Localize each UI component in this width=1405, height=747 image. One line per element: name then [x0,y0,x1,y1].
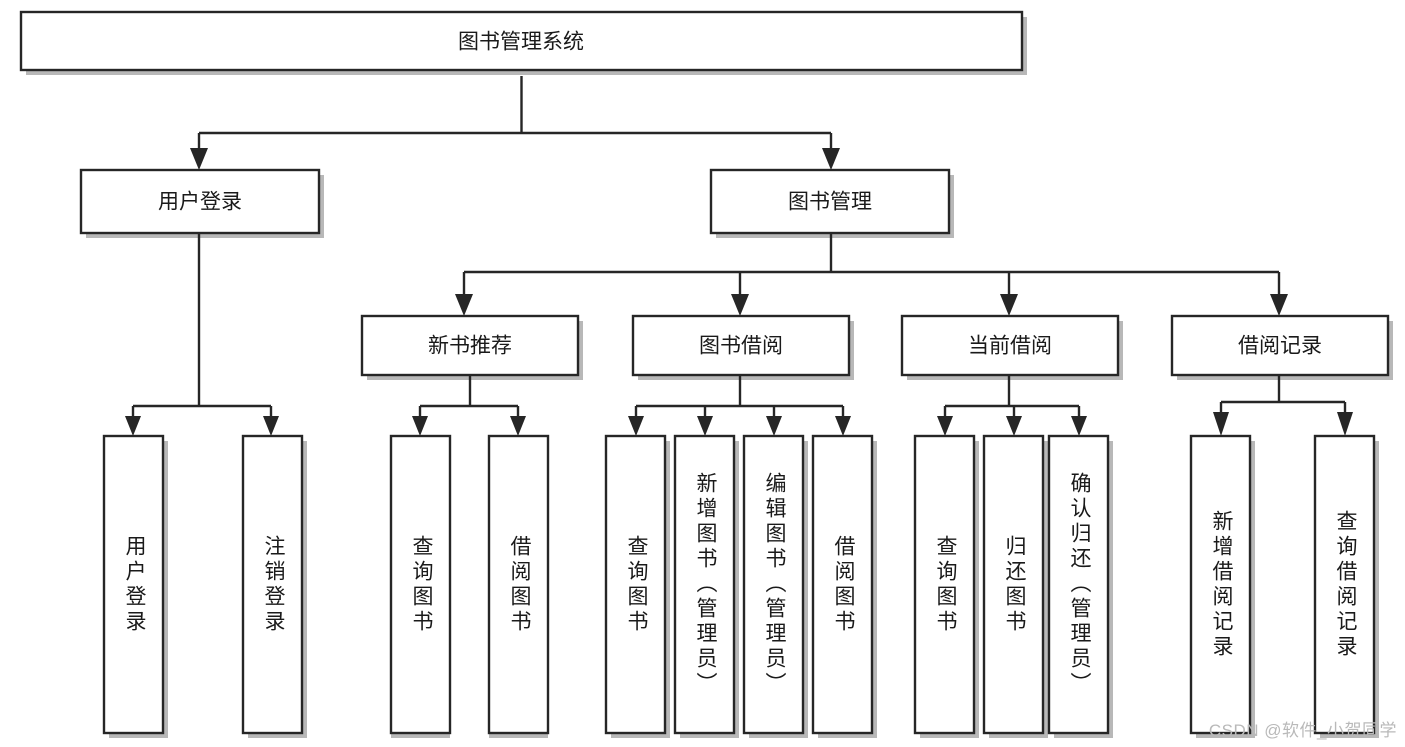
csdn-watermark: CSDN @软件_小贺同学 [1208,721,1397,740]
arrow-new-book [455,294,473,316]
arrow-leaf [937,416,953,436]
arrow-book-borrow [731,294,749,316]
arrow-leaf [412,416,428,436]
arrow-leaf [263,416,279,436]
node-book-manage-box[interactable] [709,168,951,235]
node-label-book-borrow: 图书借阅 [699,335,783,358]
node-book-borrow-box[interactable] [631,314,851,377]
arrow-borrow-record [1270,294,1288,316]
leaf-box-user-login-0[interactable] [102,434,165,735]
leaf-box-book-borrow-0[interactable] [604,434,667,735]
node-label-book-manage: 图书管理 [788,191,872,214]
node-label-root: 图书管理系统 [458,31,584,54]
connectors [125,76,1353,436]
arrow-leaf [697,416,713,436]
node-label-user-login: 用户登录 [158,191,242,214]
leaf-box-book-borrow-2[interactable] [742,434,805,735]
arrow-leaf [1071,416,1087,436]
node-borrow-record-box[interactable] [1170,314,1390,377]
leaf-box-current-borrow-1[interactable] [982,434,1045,735]
node-label-new-book: 新书推荐 [428,335,512,358]
node-current-borrow-box[interactable] [900,314,1120,377]
leaf-box-current-borrow-2[interactable] [1047,434,1110,735]
arrow-user-login [190,148,208,170]
leaf-box-book-borrow-3[interactable] [811,434,874,735]
arrow-book-manage [822,148,840,170]
leaf-box-borrow-record-1[interactable] [1313,434,1376,735]
leaf-box-user-login-1[interactable] [241,434,304,735]
node-root-box[interactable] [19,10,1024,72]
arrow-leaf [510,416,526,436]
leaf-box-current-borrow-0[interactable] [913,434,976,735]
arrow-leaf [1213,412,1229,436]
leaf-box-new-book-1[interactable] [487,434,550,735]
node-new-book-box[interactable] [360,314,580,377]
node-user-login-box[interactable] [79,168,321,235]
leaf-box-book-borrow-1[interactable] [673,434,736,735]
arrow-leaf [628,416,644,436]
node-boxes [19,10,1390,735]
leaf-box-new-book-0[interactable] [389,434,452,735]
arrow-leaf [835,416,851,436]
arrow-current-borrow [1000,294,1018,316]
arrow-leaf [1006,416,1022,436]
arrow-leaf [125,416,141,436]
node-labels: 图书管理系统 用户登录 图书管理 新书推荐 图书借阅 当前借阅 借阅记录 [158,31,1322,358]
arrow-leaf [766,416,782,436]
node-label-borrow-record: 借阅记录 [1238,335,1322,358]
arrow-leaf [1337,412,1353,436]
leaf-box-borrow-record-0[interactable] [1189,434,1252,735]
node-label-current-borrow: 当前借阅 [968,335,1052,358]
